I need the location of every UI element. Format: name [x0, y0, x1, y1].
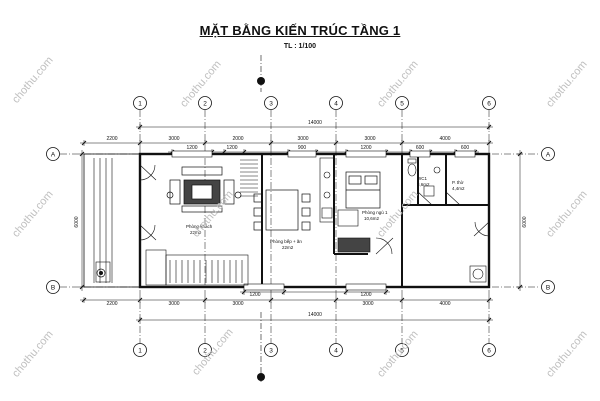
doors: [139, 164, 490, 255]
dim-line-right: [517, 150, 523, 291]
dim-line-bottom-segments: [80, 297, 493, 303]
dim-top-seg: 3000: [364, 136, 375, 142]
room-bedroom-name: Phòng ngủ 1: [362, 209, 388, 215]
room-dining-area: 22m2: [282, 245, 294, 250]
dim-line-bottom-inner: [240, 289, 390, 295]
washing-machine: [469, 265, 487, 283]
grid-bubble-bottom: 3: [264, 343, 278, 357]
grid-bubble-left: B: [46, 280, 60, 294]
dim-bottom-inner: 1200: [249, 292, 260, 298]
grid-bubble-top: 6: [482, 96, 496, 110]
dim-bottom-seg: 3000: [232, 301, 243, 307]
dim-right: 6000: [522, 216, 528, 227]
room-storage-area: 4,4m2: [452, 186, 465, 191]
svg-text:4: 4: [334, 100, 338, 107]
svg-text:1: 1: [138, 100, 142, 107]
bed: [345, 171, 381, 209]
dim-top-inner: 600: [416, 145, 425, 151]
svg-text:3: 3: [269, 347, 273, 354]
dim-top-seg: 4000: [439, 136, 450, 142]
svg-text:6: 6: [487, 100, 491, 107]
dim-bottom-seg: 3000: [362, 301, 373, 307]
dim-top-inner: 1200: [226, 145, 237, 151]
svg-text:A: A: [546, 151, 551, 158]
dim-top-seg: 3000: [297, 136, 308, 142]
svg-text:1: 1: [138, 347, 142, 354]
room-storage-name: P. thờ: [452, 180, 464, 185]
sofa-set: [166, 166, 242, 213]
svg-text:B: B: [51, 284, 55, 291]
potted-plant: [96, 268, 106, 278]
toilet: [407, 158, 441, 197]
room-dining-name: Phòng bếp + ăn: [270, 239, 302, 244]
dim-bottom-inner: 1200: [360, 292, 371, 298]
grid-bubble-bottom: 2: [198, 343, 212, 357]
outer-walls: [83, 152, 491, 289]
grid-bubble-top: 3: [264, 96, 278, 110]
grid-bubble-top: 5: [395, 96, 409, 110]
drawing-title: MẶT BẰNG KIẾN TRÚC TẦNG 1: [199, 23, 401, 38]
dim-top-inner: 900: [298, 145, 307, 151]
tv-cabinet: [145, 249, 249, 286]
svg-text:4: 4: [334, 347, 338, 354]
grid-bubble-right: B: [541, 280, 555, 294]
dim-bottom-seg: 2200: [106, 301, 117, 307]
porch-stairs: [93, 158, 113, 283]
svg-text:B: B: [546, 284, 550, 291]
room-living-area: 22m2: [190, 230, 202, 235]
dim-bottom-seg: 4000: [439, 301, 450, 307]
room-living-name: Phòng khách: [186, 224, 213, 229]
dim-left: 6000: [74, 216, 80, 227]
svg-text:A: A: [51, 151, 56, 158]
section-marker-top: [257, 55, 265, 92]
svg-text:3: 3: [269, 100, 273, 107]
section-marker-bottom: [257, 312, 265, 382]
room-bedroom-area: 10,6m2: [364, 216, 380, 221]
dim-top-inner: 600: [461, 145, 470, 151]
grid-bubble-top: 4: [329, 96, 343, 110]
room-wc-name: WC1: [417, 176, 427, 181]
grid-bubble-top: 1: [133, 96, 147, 110]
svg-text:2: 2: [203, 100, 207, 107]
dim-bottom-total: 14000: [308, 312, 322, 318]
svg-text:2: 2: [203, 347, 207, 354]
grid-bubble-top: 2: [198, 96, 212, 110]
dim-top-total: 14000: [308, 120, 322, 126]
grid-bubble-bottom: 4: [329, 343, 343, 357]
grid-bubble-bottom: 1: [133, 343, 147, 357]
svg-text:5: 5: [400, 347, 404, 354]
dim-bottom-seg: 3000: [168, 301, 179, 307]
dining-table: [253, 189, 311, 231]
grid-bubble-bottom: 6: [482, 343, 496, 357]
grid-bubble-left: A: [46, 147, 60, 161]
staircase: [240, 159, 258, 197]
dim-top-seg: 3000: [168, 136, 179, 142]
dim-line-top-total: [136, 124, 493, 130]
svg-text:6: 6: [487, 347, 491, 354]
dim-line-bottom-total: [136, 317, 493, 323]
drawing-scale: TL : 1/100: [283, 43, 317, 50]
dim-top-inner: 1200: [186, 145, 197, 151]
desk: [337, 209, 359, 227]
room-wc-area: 3,6m2: [417, 182, 430, 187]
svg-text:5: 5: [400, 100, 404, 107]
dim-top-seg: 2000: [232, 136, 243, 142]
grid-bubble-right: A: [541, 147, 555, 161]
kitchen-counter: [319, 157, 335, 223]
dim-line-left: [79, 150, 85, 291]
dim-top-inner: 1200: [360, 145, 371, 151]
dim-line-top-segments: [80, 140, 493, 146]
windows: [171, 150, 476, 291]
wardrobe: [337, 237, 371, 253]
grid-bubble-bottom: 5: [395, 343, 409, 357]
dim-top-seg: 2200: [106, 136, 117, 142]
